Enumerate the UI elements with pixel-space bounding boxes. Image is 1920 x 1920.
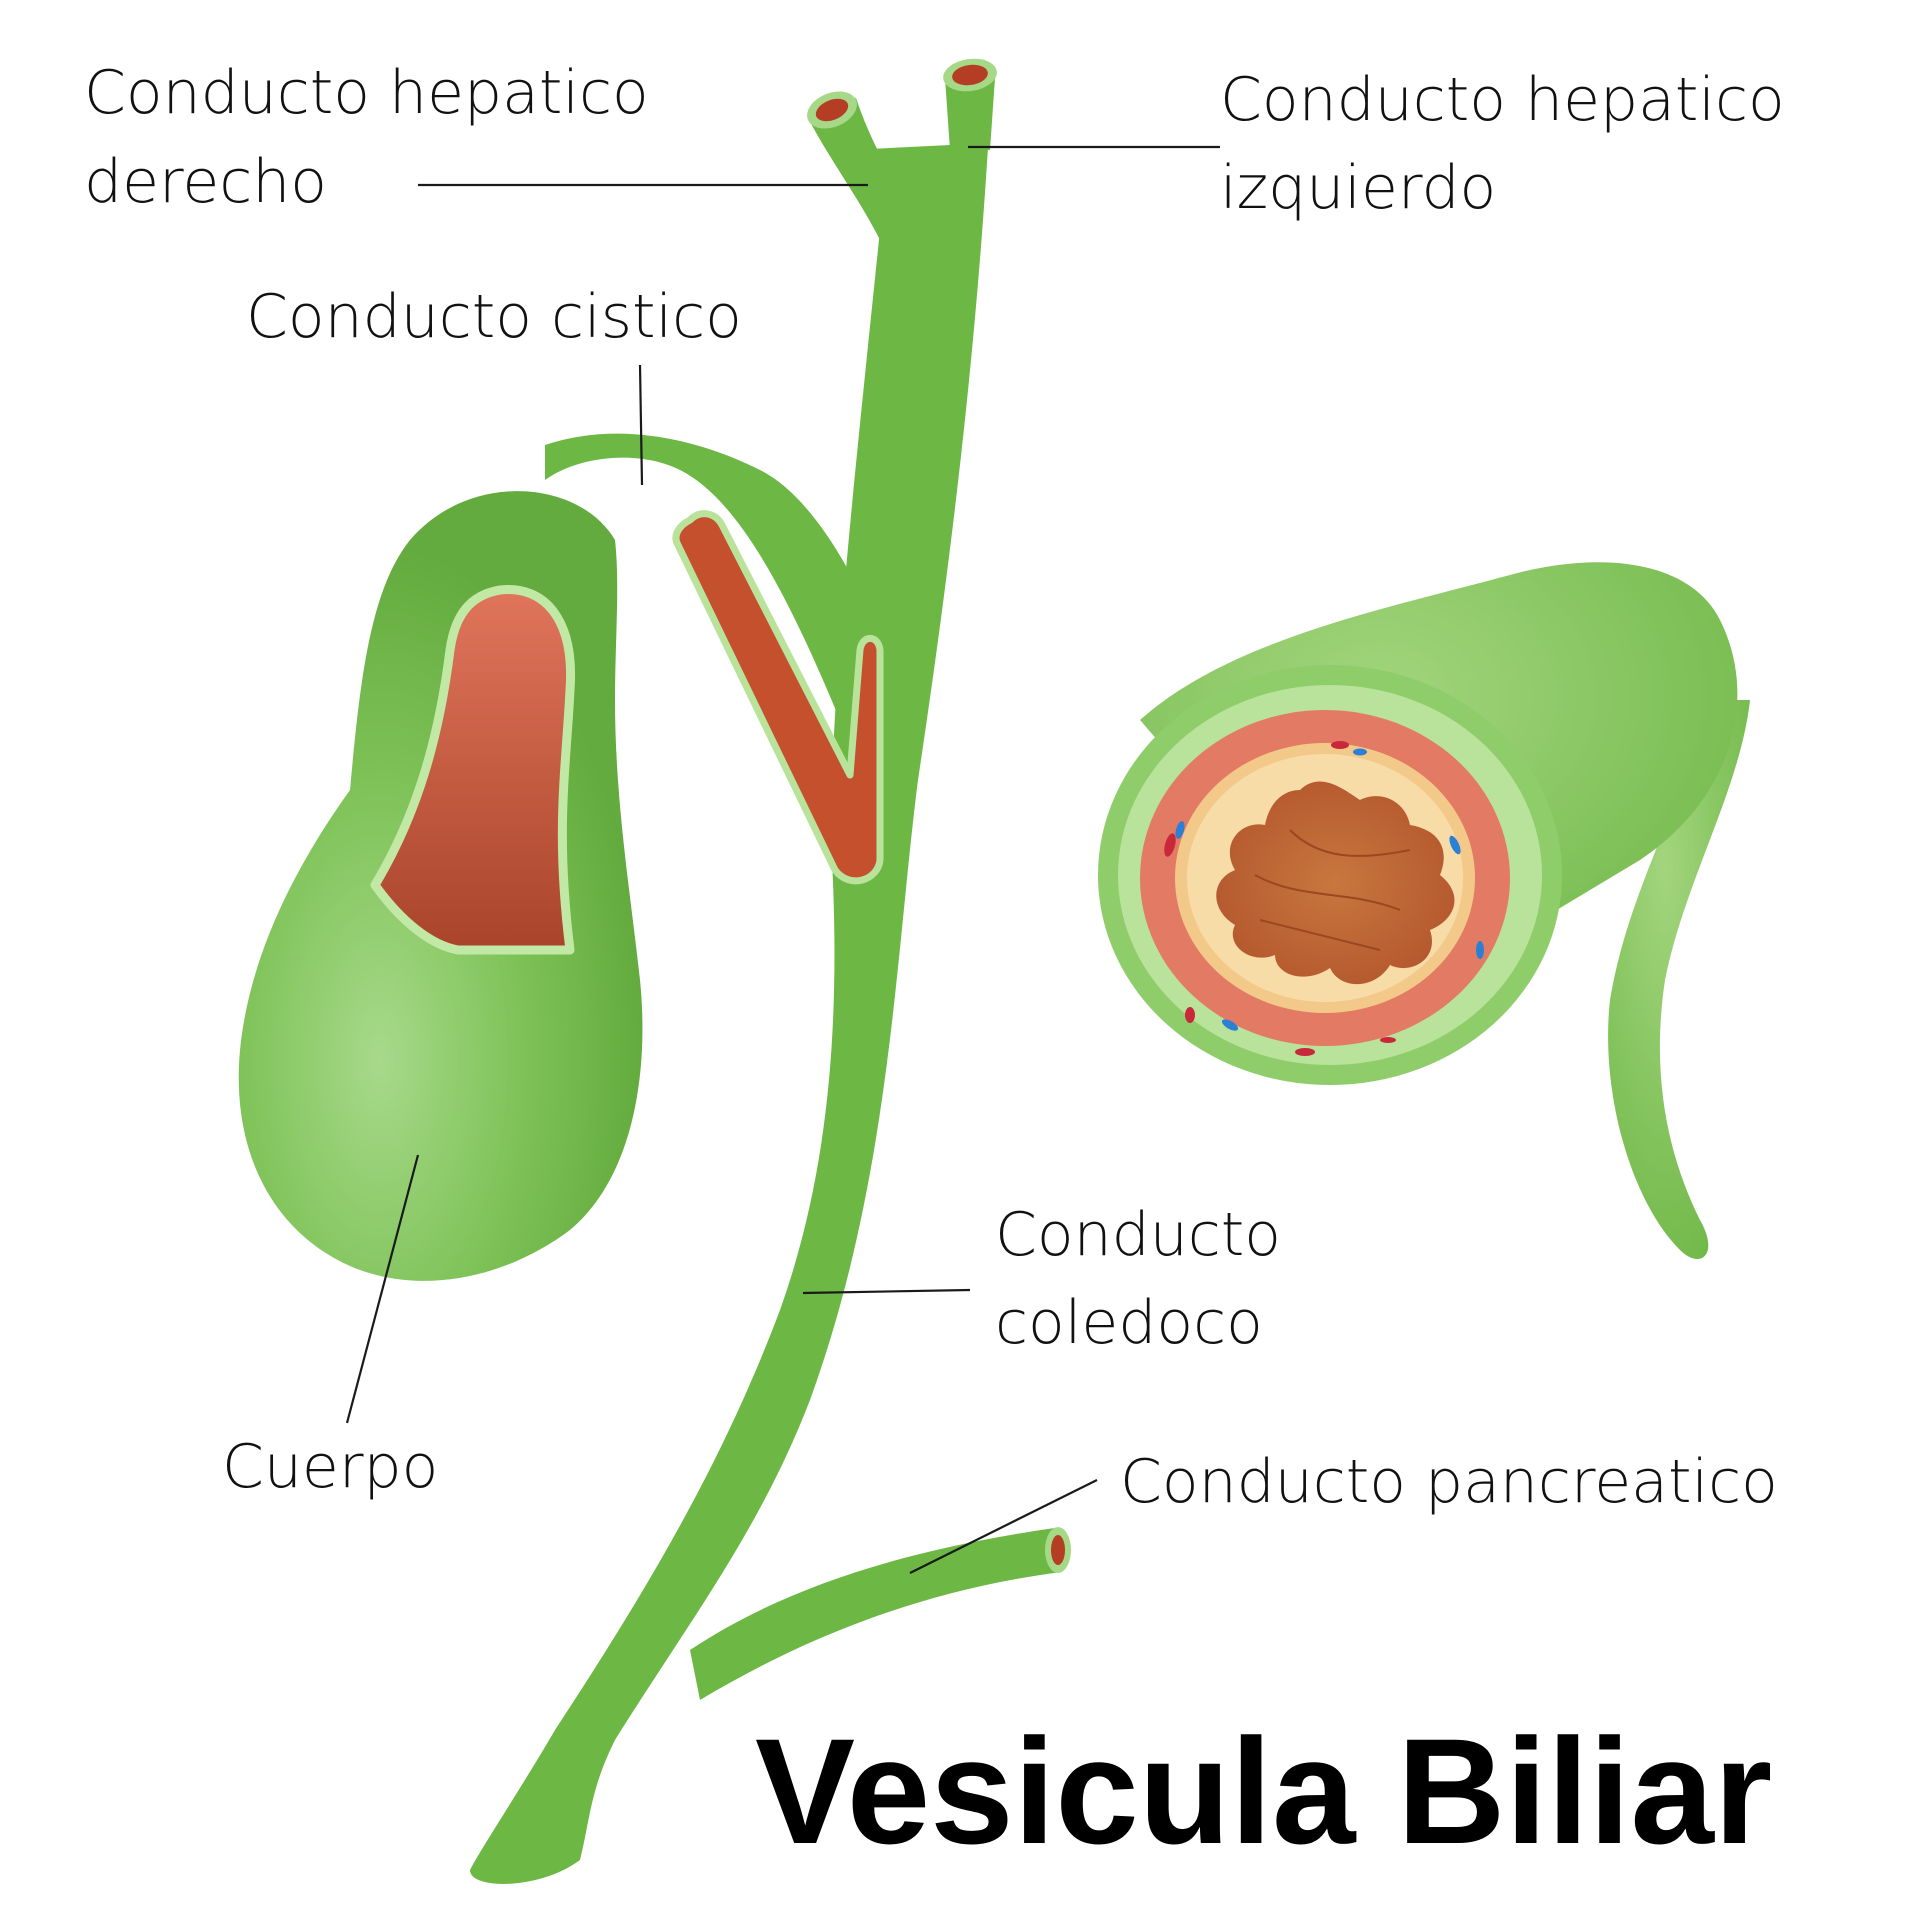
label-common-bile-line1: Conducto	[995, 1200, 1281, 1270]
leader-cystic	[638, 364, 644, 486]
cystic-duct	[545, 433, 905, 885]
label-left-hepatic-line2: izquierdo	[1220, 153, 1496, 223]
label-right-hepatic-line1: Conducto hepatico	[84, 58, 649, 128]
leader-pancreatic	[909, 1479, 1098, 1574]
cross-section	[1098, 562, 1750, 1259]
diagram-title: Vesicula Biliar	[755, 1707, 1772, 1875]
right-hepatic-duct	[807, 91, 910, 240]
label-common-bile-line2: coledoco	[995, 1288, 1263, 1358]
label-body: Cuerpo	[222, 1432, 438, 1502]
label-pancreatic: Conducto pancreatico	[1120, 1447, 1778, 1517]
label-right-hepatic-line2: derecho	[84, 147, 327, 217]
leader-body	[345, 1154, 420, 1424]
leader-common-bile	[802, 1288, 971, 1295]
gallbladder-body	[238, 491, 643, 1281]
leader-lines	[345, 145, 1220, 1574]
label-left-hepatic-line1: Conducto hepatico	[1220, 65, 1785, 135]
pancreatic-duct	[690, 1527, 1071, 1700]
left-hepatic-duct	[943, 58, 997, 150]
label-cystic: Conducto cistico	[246, 282, 742, 352]
common-bile-duct	[470, 80, 992, 1884]
